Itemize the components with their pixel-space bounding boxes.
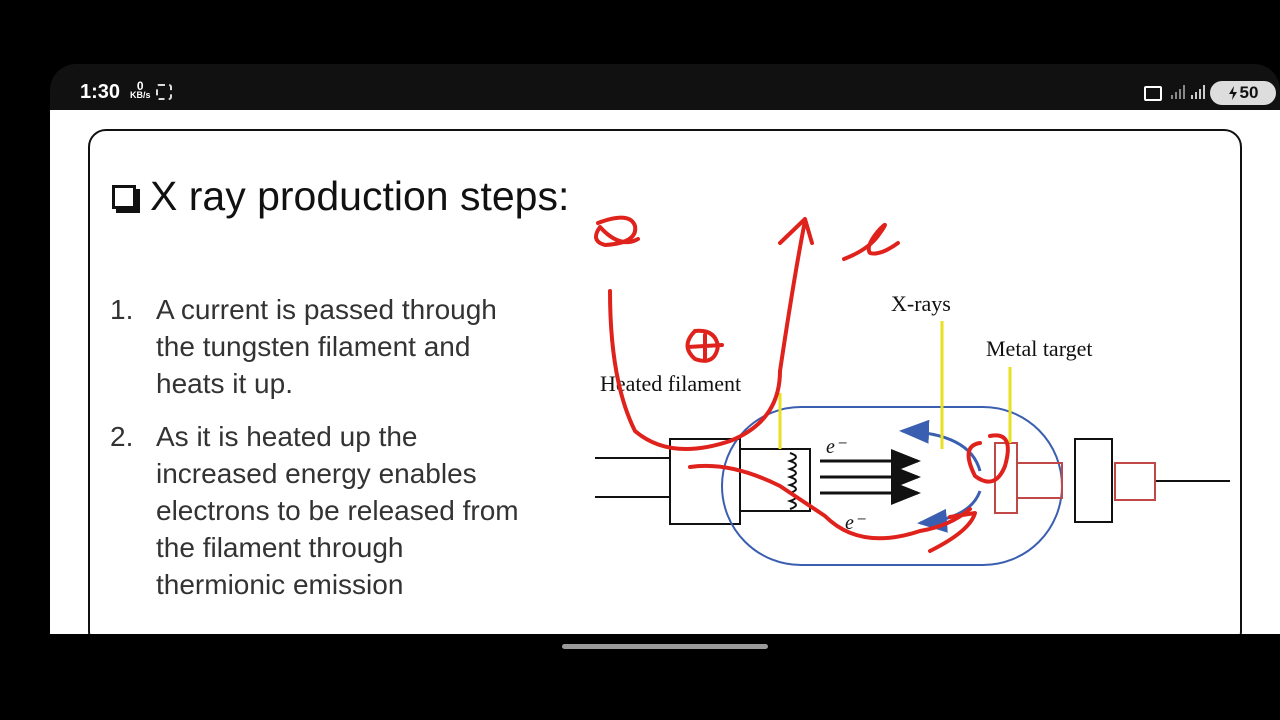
clock: 1:30: [80, 81, 121, 103]
filament-coil: [786, 452, 797, 510]
annotation-arrowhead: [928, 511, 977, 553]
target-rod: [1016, 462, 1063, 499]
annotation-curve-arrow: [608, 219, 807, 451]
anode-housing: [1074, 438, 1113, 523]
cast-icon: [1144, 86, 1162, 101]
battery-indicator: 50: [1210, 81, 1276, 105]
step-number: 1.: [110, 294, 134, 325]
charging-bolt-icon: [1228, 86, 1237, 100]
step-number: 2.: [110, 421, 134, 452]
annotation-electron-path: [688, 463, 972, 541]
annotation-e-glyph: [594, 215, 640, 247]
steps-list: 1. A current is passed through the tungs…: [110, 291, 530, 619]
home-gesture-handle[interactable]: [562, 644, 768, 649]
battery-level: 50: [1239, 83, 1259, 102]
list-item: 2. As it is heated up the increased ener…: [110, 418, 530, 603]
navigation-bar: [0, 634, 1280, 720]
xray-tube-diagram: Heated filament X-rays Metal target e⁻ e…: [594, 215, 1230, 566]
network-speed: 0 KB/s: [130, 79, 151, 100]
step-text: As it is heated up the increased energy …: [156, 421, 519, 600]
xray-emission-arrow: [917, 490, 982, 533]
annotation-minus-charge: [685, 328, 724, 363]
handwritten-annotations: [594, 215, 1010, 553]
label-xrays: X-rays: [891, 291, 951, 316]
step-text: A current is passed through the tungsten…: [156, 294, 497, 399]
slide-title-text: X ray production steps:: [150, 173, 570, 219]
slide: X ray production steps: 1. A current is …: [88, 129, 1242, 634]
label-electron: e⁻: [826, 436, 847, 458]
label-electron: e⁻: [845, 512, 866, 534]
network-speed-unit: KB/s: [130, 90, 151, 100]
status-bar: 1:30 0 KB/s 50: [50, 64, 1280, 110]
label-heated-filament: Heated filament: [600, 371, 741, 396]
list-item: 1. A current is passed through the tungs…: [110, 291, 530, 402]
slide-title: X ray production steps:: [112, 173, 569, 220]
screen-record-icon: [156, 84, 172, 100]
label-metal-target: Metal target: [986, 336, 1093, 361]
checkbox-bullet-icon: [112, 184, 136, 209]
target-rod: [1114, 462, 1156, 501]
annotation-arrowhead: [778, 217, 814, 245]
content-area: X ray production steps: 1. A current is …: [50, 110, 1280, 634]
phone-screen: 1:30 0 KB/s 50 X ray production steps:: [50, 64, 1280, 634]
network-speed-value: 0: [136, 79, 144, 93]
annotation-e-glyph: [842, 222, 900, 261]
xray-emission-arrow: [899, 419, 982, 472]
annotation-circle: [966, 433, 1010, 484]
signal-icon: [1171, 85, 1185, 99]
signal-icon: [1191, 85, 1205, 99]
filament-holder: [739, 448, 811, 512]
